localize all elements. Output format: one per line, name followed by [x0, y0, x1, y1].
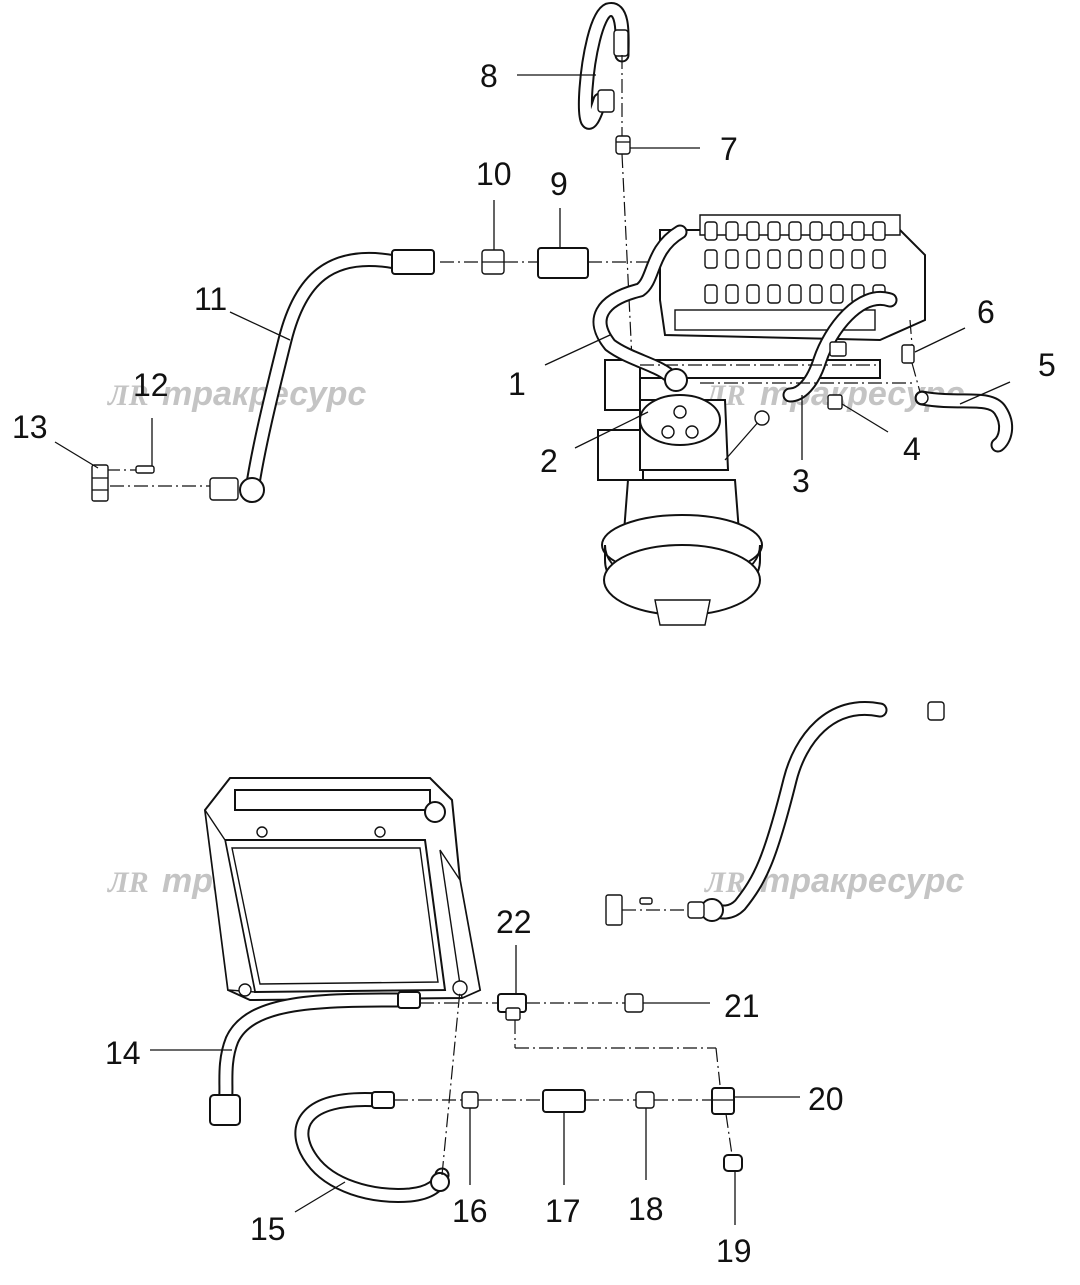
fitting-part-7	[615, 135, 631, 155]
valve-spool	[851, 221, 865, 241]
svg-text:ЛR: ЛR	[106, 379, 149, 412]
callout-18: 18	[628, 1191, 664, 1227]
valve-spool	[872, 221, 886, 241]
sleeve-part-9	[537, 247, 589, 279]
valve-spool	[746, 221, 760, 241]
callout-3: 3	[792, 463, 810, 499]
swing-motor	[597, 359, 881, 626]
nut-part-19	[723, 1154, 743, 1172]
callout-8: 8	[480, 58, 498, 94]
callout-13: 13	[12, 409, 48, 445]
hose-part-8	[577, 2, 630, 130]
tee-part-20	[711, 1087, 735, 1115]
valve-spool	[704, 221, 718, 241]
fitting-part-21	[624, 993, 644, 1013]
callout-10: 10	[476, 156, 512, 192]
callout-6: 6	[977, 294, 995, 330]
valve-spool	[746, 284, 760, 304]
hose-part-3	[782, 290, 898, 403]
valve-spool	[830, 284, 844, 304]
svg-text:ЛR: ЛR	[703, 866, 746, 899]
hose-part-14	[209, 991, 421, 1126]
svg-text:тракресурс: тракресурс	[760, 862, 964, 900]
fitting-part-16	[461, 1091, 479, 1109]
valve-spool	[809, 284, 823, 304]
fitting-part-6	[901, 344, 915, 364]
clamp-part-13	[91, 464, 109, 502]
callout-20: 20	[808, 1081, 844, 1117]
valve-spool	[809, 221, 823, 241]
valve-spool	[704, 284, 718, 304]
callout-7: 7	[720, 131, 738, 167]
valve-spool	[809, 249, 823, 269]
valve-spool	[830, 221, 844, 241]
callout-16: 16	[452, 1193, 488, 1229]
fitting-part-18	[635, 1091, 655, 1109]
control-valve-block	[659, 214, 926, 342]
callout-9: 9	[550, 166, 568, 202]
hose-part-1	[592, 224, 688, 392]
hose-bottom-right	[605, 701, 945, 926]
callout-11: 11	[194, 281, 227, 317]
valve-spool	[746, 249, 760, 269]
valve-spool	[830, 249, 844, 269]
valve-spool	[767, 284, 781, 304]
valve-spool	[788, 249, 802, 269]
sleeve-part-17	[542, 1089, 586, 1113]
valve-spool	[704, 249, 718, 269]
valve-spool	[788, 221, 802, 241]
valve-spool	[725, 249, 739, 269]
valve-spool	[872, 249, 886, 269]
callout-17: 17	[545, 1193, 581, 1229]
hose-part-5	[914, 390, 1014, 453]
valve-spool	[725, 221, 739, 241]
callout-21: 21	[724, 988, 760, 1024]
callout-1: 1	[508, 366, 526, 402]
bolt-part-12	[135, 465, 155, 474]
callout-22: 22	[496, 904, 532, 940]
svg-text:ЛR: ЛR	[106, 866, 149, 899]
watermark-bottom-right: ЛR тракресурс	[703, 862, 964, 900]
valve-spool	[767, 221, 781, 241]
fitting-part-4	[827, 394, 843, 410]
callout-4: 4	[903, 431, 921, 467]
callout-12: 12	[133, 367, 169, 403]
hose-part-15	[294, 1091, 450, 1203]
valve-spool	[725, 284, 739, 304]
radiator	[203, 777, 482, 1002]
hose-part-11	[209, 249, 435, 503]
valve-spool	[788, 284, 802, 304]
callout-5: 5	[1038, 347, 1056, 383]
callout-19: 19	[716, 1233, 752, 1269]
tee-part-22	[497, 993, 527, 1021]
callout-15: 15	[250, 1211, 286, 1247]
valve-spool	[767, 249, 781, 269]
callout-2: 2	[540, 443, 558, 479]
callout-14: 14	[105, 1035, 141, 1071]
fitting-part-10	[481, 249, 505, 275]
valve-spool	[851, 249, 865, 269]
